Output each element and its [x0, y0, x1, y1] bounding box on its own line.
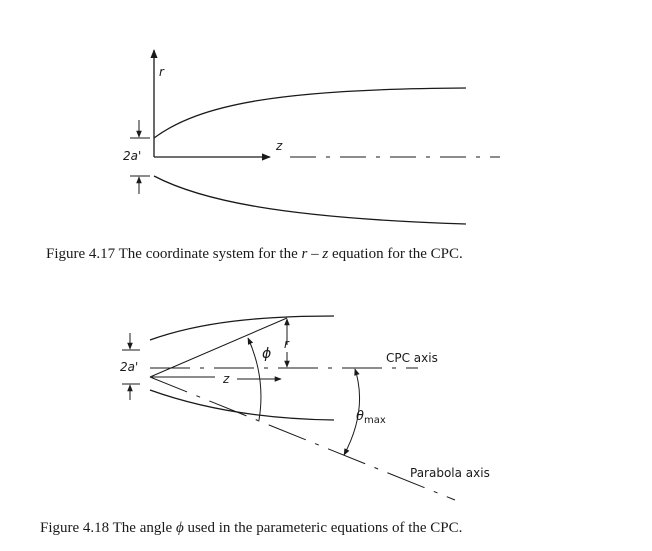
phi-label: ϕ [262, 346, 271, 362]
caption-4-17-math: r – z [302, 246, 329, 262]
caption-4-18-math: ϕ [176, 520, 184, 536]
theta-max-angle-arc [343, 368, 360, 456]
z-dimension-label: z [222, 372, 230, 386]
aperture-label: 2a' [120, 360, 138, 374]
r-axis-label: r [159, 65, 165, 79]
cpc-axis-label: CPC axis [386, 351, 438, 365]
parabola-axis-label: Parabola axis [410, 466, 490, 480]
theta-symbol: θ [356, 409, 364, 424]
r-dimension-label: r [284, 337, 290, 351]
aperture-label: 2a' [123, 149, 141, 163]
z-axis-label: z [275, 139, 283, 153]
theta-subscript: max [364, 415, 386, 426]
caption-4-18-prefix: Figure 4.18 The angle [40, 520, 176, 536]
figure-4-18: CPC axis Parabola axis r ϕ z θmax 2a' [120, 315, 490, 501]
cpc-upper-profile [149, 315, 335, 341]
phi-ray [149, 317, 288, 378]
caption-figure-4-17: Figure 4.17 The coordinate system for th… [46, 246, 463, 262]
caption-4-18-suffix: used in the parameteric equations of the… [184, 520, 463, 536]
cpc-lower-profile [149, 389, 335, 421]
theta-max-label: θmax [356, 409, 386, 426]
figure-4-17: r z 2a' [123, 49, 500, 225]
cpc-lower-profile [153, 175, 467, 225]
parabola-axis-line [149, 376, 456, 501]
caption-4-17-suffix: equation for the CPC. [328, 246, 463, 262]
caption-figure-4-18: Figure 4.18 The angle ϕ used in the para… [40, 520, 462, 536]
caption-4-17-prefix: Figure 4.17 The coordinate system for th… [46, 246, 302, 262]
cpc-upper-profile [153, 87, 467, 139]
